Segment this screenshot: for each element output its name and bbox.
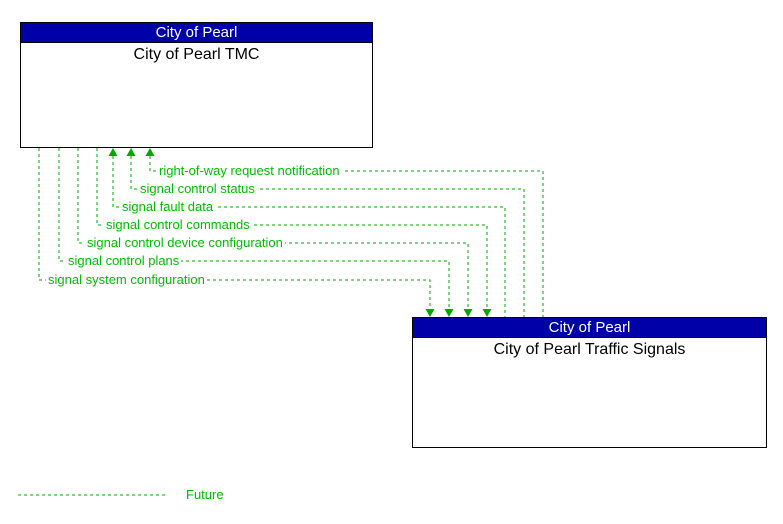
flow-arrowhead-icon [126, 148, 136, 156]
entity-name-tmc: City of Pearl TMC [133, 46, 260, 63]
flow-label-right-of-way-request-notification: right-of-way request notification [157, 163, 342, 178]
flow-label-signal-system-configuration: signal system configuration [46, 272, 207, 287]
flow-arrowhead-icon [425, 309, 435, 317]
flow-label-signal-control-commands: signal control commands [104, 217, 252, 232]
flow-label-signal-fault-data: signal fault data [120, 199, 216, 214]
flow-label-signal-control-status: signal control status [138, 181, 257, 196]
legend-future-label: Future [186, 487, 224, 502]
flow-label-signal-control-device-configuration: signal control device configuration [85, 235, 285, 250]
entity-header-tmc: City of Pearl [21, 23, 372, 43]
entity-header-traffic-signals: City of Pearl [413, 318, 766, 338]
flow-label-signal-control-plans: signal control plans [66, 253, 182, 268]
entity-box-traffic-signals[interactable]: City of Pearl City of Pearl Traffic Sign… [412, 317, 767, 448]
entity-name-traffic-signals: City of Pearl Traffic Signals [493, 341, 686, 358]
flow-arrowhead-icon [108, 148, 118, 156]
flow-arrowhead-icon [145, 148, 155, 156]
flow-arrowhead-icon [482, 309, 492, 317]
flow-arrowhead-icon [444, 309, 454, 317]
flow-arrowhead-icon [463, 309, 473, 317]
entity-box-tmc[interactable]: City of Pearl City of Pearl TMC [20, 22, 373, 148]
